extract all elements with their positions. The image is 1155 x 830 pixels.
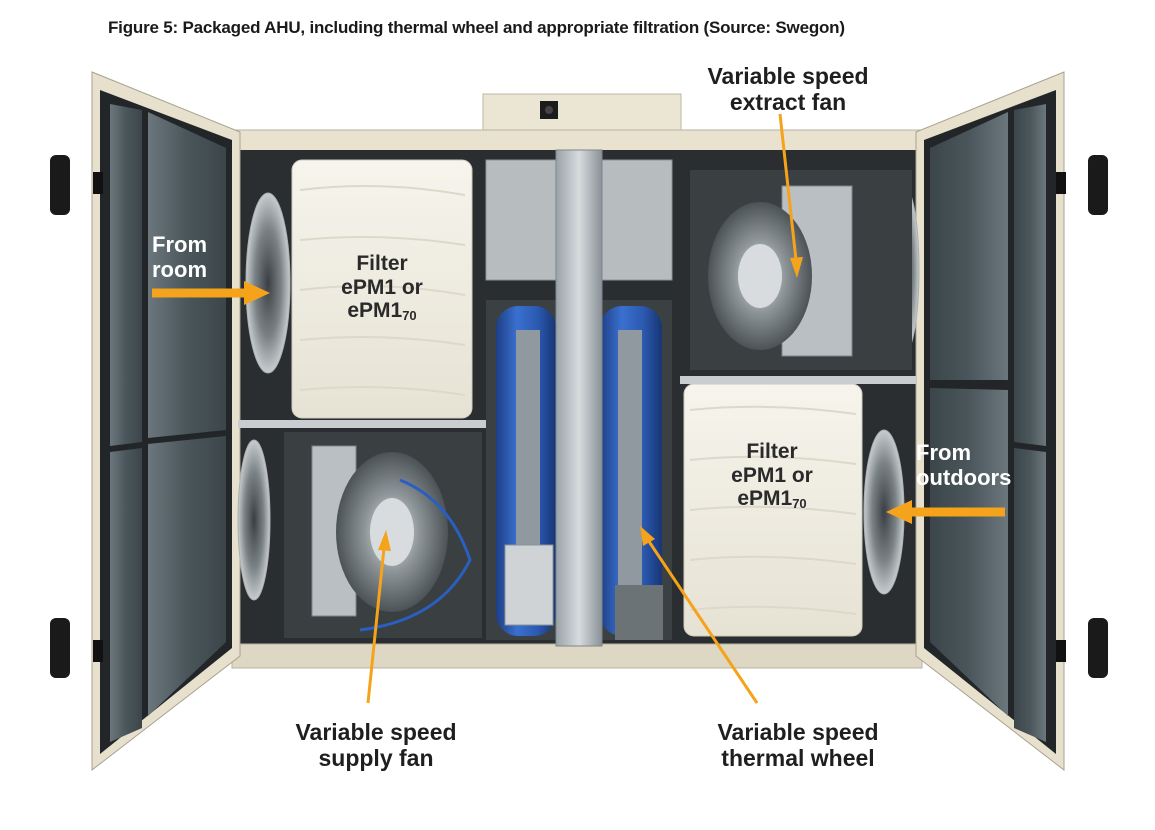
leader-supply-fan — [366, 530, 391, 704]
label-supply-fan: Variable speed supply fan — [295, 719, 457, 771]
leader-extract-fan — [778, 113, 803, 278]
thermal-wheel — [485, 149, 673, 647]
arrow-from-room — [152, 281, 270, 305]
arrow-from-outdoors — [886, 500, 1005, 524]
label-from-outdoors: From outdoors — [916, 440, 1012, 490]
figure-caption: Figure 5: Packaged AHU, including therma… — [108, 18, 845, 37]
extract-fan — [690, 170, 912, 370]
control-box — [482, 93, 682, 137]
label-thermal-wheel: Variable speed thermal wheel — [717, 719, 879, 771]
leader-thermal-wheel — [640, 526, 759, 704]
filter-left — [291, 159, 473, 419]
room-inlet-duct — [245, 192, 291, 374]
filter-right — [683, 383, 863, 637]
right-door — [915, 71, 1108, 772]
label-filter-left: Filter ePM1 or ePM170 — [341, 252, 423, 324]
label-filter-right: Filter ePM1 or ePM170 — [731, 440, 813, 512]
left-door — [50, 71, 241, 772]
label-from-room: From room — [152, 232, 207, 282]
label-extract-fan: Variable speed extract fan — [707, 63, 869, 115]
supply-fan — [284, 432, 482, 638]
